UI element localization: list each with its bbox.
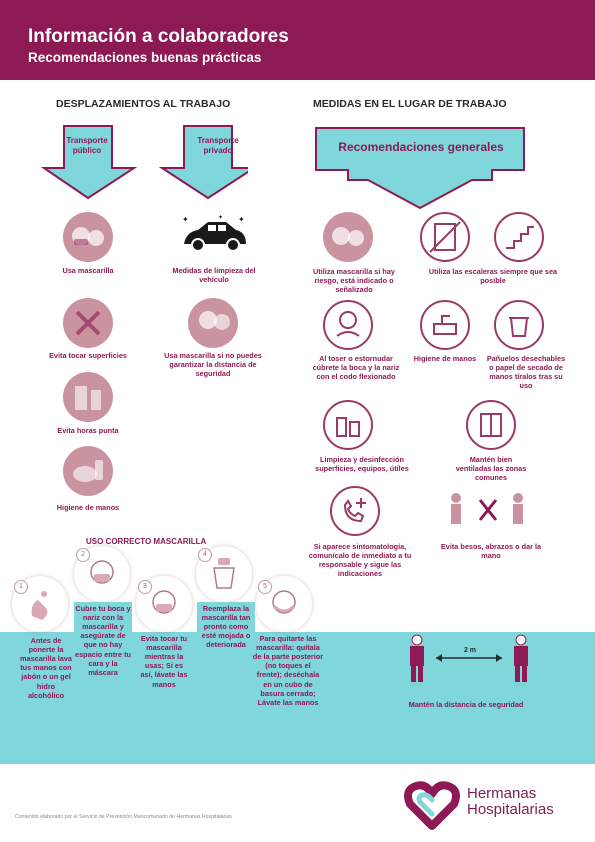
logo-line-1: Hermanas bbox=[467, 785, 537, 802]
svg-text:✦: ✦ bbox=[182, 215, 189, 224]
distance-figures-icon bbox=[400, 632, 540, 684]
left-item-1: Usa mascarilla bbox=[62, 266, 114, 275]
arrow-public-label: Transporte público bbox=[66, 136, 108, 155]
arrow-public-transport bbox=[40, 125, 138, 200]
trash-bin-icon bbox=[494, 300, 544, 350]
right-item-4: Higiene de manos bbox=[413, 354, 477, 363]
step-2-number: 2 bbox=[76, 548, 90, 562]
step-3-text: Evita tocar tu mascarilla mientras la us… bbox=[140, 634, 188, 689]
no-contact-icon bbox=[442, 490, 534, 532]
hand-wash-icon bbox=[63, 446, 113, 496]
car-icon: ✦ ✦ ✦ bbox=[178, 214, 250, 256]
mask-section-title: USO CORRECTO MASCARILLA bbox=[86, 537, 207, 546]
mask-distance-icon bbox=[188, 298, 238, 348]
svg-text:✦: ✦ bbox=[218, 214, 223, 221]
no-touch-icon bbox=[63, 298, 113, 348]
arrow-general-label: Recomendaciones generales bbox=[338, 140, 504, 154]
step-5-text: Para quitarte las mascarilla: quítala de… bbox=[252, 634, 324, 707]
cough-elbow-icon bbox=[323, 300, 373, 350]
section-title-workplace: MEDIDAS EN EL LUGAR DE TRABAJO bbox=[313, 98, 507, 110]
sink-icon bbox=[420, 300, 470, 350]
step-2-text: Cubre tu boca y nariz con la mascarilla … bbox=[74, 602, 132, 679]
stairs-icon bbox=[494, 212, 544, 262]
hermanas-heart-logo bbox=[404, 778, 460, 830]
right-item-6: Limpieza y desinfección superficies, equ… bbox=[315, 455, 409, 474]
cleaning-icon bbox=[323, 400, 373, 450]
right-item-5: Pañuelos desechables o papel de secado d… bbox=[486, 354, 566, 391]
right-item-2: Utiliza las escaleras siempre que sea po… bbox=[428, 267, 558, 286]
phone-cross-icon bbox=[330, 486, 380, 536]
left-item-4: Usa mascarilla si no puedes garantizar l… bbox=[164, 351, 262, 379]
window-icon bbox=[466, 400, 516, 450]
arrow-private-label: Transporte privado bbox=[197, 136, 239, 155]
step-3-number: 3 bbox=[138, 580, 152, 594]
distance-caption: Mantén la distancia de seguridad bbox=[408, 700, 524, 709]
left-item-3: Evita tocar superficies bbox=[49, 351, 127, 360]
step-1-number: 1 bbox=[14, 580, 28, 594]
page-title: Información a colaboradores bbox=[28, 26, 289, 47]
distance-label: 2 m bbox=[463, 647, 477, 654]
arrow-general bbox=[315, 127, 525, 210]
arrow-private-transport bbox=[158, 125, 248, 200]
step-4-number: 4 bbox=[198, 548, 212, 562]
left-item-2: Medidas de limpieza del vehículo bbox=[172, 266, 256, 285]
right-item-9: Evita besos, abrazos o dar la mano bbox=[440, 542, 542, 561]
step-5-number: 5 bbox=[258, 580, 272, 594]
right-item-8: Si aparece sintomatología, comunícalo de… bbox=[308, 542, 412, 579]
right-item-1: Utiliza mascarilla si hay riesgo, está i… bbox=[313, 267, 395, 295]
right-item-3: Al toser o estornudar cúbrete la boca y … bbox=[312, 354, 400, 382]
section-title-commute: DESPLAZAMIENTOS AL TRABAJO bbox=[56, 98, 231, 110]
mask-risk-icon bbox=[323, 212, 373, 262]
mask-face-icon bbox=[63, 212, 113, 262]
svg-text:✦: ✦ bbox=[238, 215, 245, 224]
logo-line-2: Hospitalarias bbox=[467, 801, 554, 818]
header-banner bbox=[0, 0, 595, 80]
no-elevator-icon bbox=[420, 212, 470, 262]
page-subtitle: Recomendaciones buenas prácticas bbox=[28, 50, 262, 65]
footer-credit: Contenido elaborado por el Servicio de P… bbox=[15, 814, 232, 820]
left-item-5: Evita horas punta bbox=[57, 426, 119, 435]
step-4-text: Reemplaza la mascarilla tan pronto como … bbox=[197, 602, 255, 652]
left-item-6: Higiene de manos bbox=[56, 503, 120, 512]
arrows-commute bbox=[40, 125, 248, 200]
right-item-7: Mantén bien ventiladas las zonas comunes bbox=[455, 455, 527, 483]
rush-hour-icon bbox=[63, 372, 113, 422]
step-1-text: Antes de ponerte la mascarilla lava tus … bbox=[20, 636, 72, 700]
